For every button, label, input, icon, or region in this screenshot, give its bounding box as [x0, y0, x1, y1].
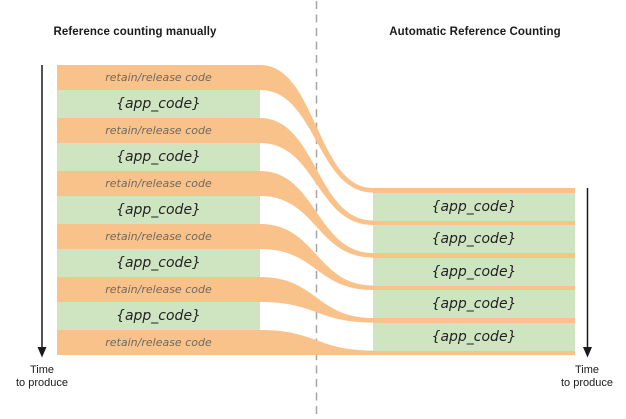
left-retain-bar: retain/release code: [57, 277, 260, 302]
right-retain-strip: [373, 220, 575, 225]
right-retain-strip: [373, 318, 575, 323]
right-retain-strip: [373, 188, 575, 193]
flow-band-4: [260, 224, 373, 290]
flow-band-2: [260, 118, 373, 225]
left-retain-bar: retain/release code: [57, 65, 260, 90]
flow-band-5: [260, 277, 373, 323]
left-retain-bar: retain/release code: [57, 118, 260, 143]
right-retain-strip: [373, 285, 575, 290]
left-app-code-bar: {app_code}: [57, 302, 260, 330]
right-retain-strip: [373, 253, 575, 258]
left-retain-bar: retain/release code: [57, 224, 260, 249]
right-app-code-bar: {app_code}: [373, 225, 575, 253]
right-app-code-bar: {app_code}: [373, 192, 575, 221]
flow-band-3: [260, 171, 373, 258]
left-time-arrow-icon: [37, 65, 47, 358]
right-time-arrow-icon: [583, 188, 592, 358]
retain-release-flow-bands: [260, 65, 373, 355]
left-time-to-produce-label: Time to produce: [16, 364, 68, 389]
right-app-code-bar: {app_code}: [373, 257, 575, 286]
left-retain-bar: retain/release code: [57, 171, 260, 196]
right-retain-strip: [373, 350, 575, 355]
right-column-title: Automatic Reference Counting: [389, 26, 561, 38]
flow-band-1: [260, 65, 373, 193]
right-app-code-bar: {app_code}: [373, 322, 575, 351]
left-app-code-bar: {app_code}: [57, 249, 260, 277]
left-retain-bar: retain/release code: [57, 330, 260, 355]
right-time-to-produce-label: Time to produce: [561, 364, 613, 389]
left-column-title: Reference counting manually: [53, 26, 217, 38]
left-app-code-bar: {app_code}: [57, 143, 260, 171]
left-app-code-bar: {app_code}: [57, 196, 260, 224]
right-app-code-bar: {app_code}: [373, 290, 575, 318]
flow-band-6: [260, 330, 373, 355]
left-app-code-bar: {app_code}: [57, 90, 260, 118]
